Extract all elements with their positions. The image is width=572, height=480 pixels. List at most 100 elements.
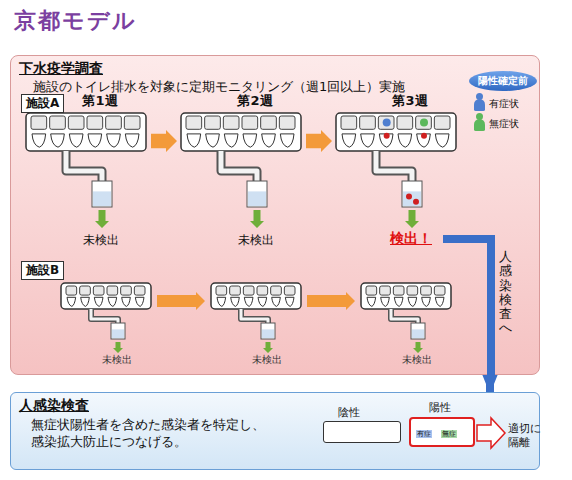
facility-box bbox=[26, 113, 146, 151]
drain-pipe bbox=[91, 309, 118, 323]
stall bbox=[66, 286, 77, 295]
toilet-bowl bbox=[94, 297, 103, 306]
result-arrow bbox=[413, 342, 423, 353]
progress-arrow bbox=[307, 292, 355, 310]
node-heading: 施設A bbox=[26, 95, 59, 112]
toilet-bowl bbox=[206, 134, 220, 147]
toilet-bowl bbox=[69, 134, 83, 147]
drain-pipe-inner bbox=[376, 151, 412, 181]
status-label: 未検出 bbox=[102, 353, 132, 367]
legend-text: 有症状 bbox=[489, 97, 519, 111]
legend-swatch-head bbox=[476, 93, 483, 100]
stall bbox=[284, 286, 295, 295]
toilet-bowl bbox=[135, 297, 144, 306]
toilet-bowl bbox=[342, 134, 356, 147]
status-label: 未検出 bbox=[252, 353, 282, 367]
sample-container bbox=[92, 181, 112, 207]
toilet-bowl bbox=[51, 134, 65, 147]
virus-dot bbox=[413, 199, 419, 205]
facility-label: 施設A bbox=[21, 94, 64, 113]
stall bbox=[397, 116, 413, 129]
status-label: 未検出 bbox=[402, 353, 432, 367]
result-arrow bbox=[250, 210, 264, 228]
drain-pipe bbox=[221, 151, 257, 181]
toilet-bowl bbox=[280, 134, 294, 147]
toilet-bowl bbox=[285, 297, 294, 306]
node-heading: 人感染検査 bbox=[19, 397, 89, 415]
drain-pipe bbox=[241, 309, 268, 323]
stall bbox=[380, 286, 391, 295]
toilet-bowl bbox=[125, 134, 139, 147]
legend-swatch bbox=[474, 119, 485, 131]
toilet-bowl bbox=[187, 134, 201, 147]
stall bbox=[124, 116, 140, 129]
toilet-bowl bbox=[243, 134, 257, 147]
stall bbox=[205, 116, 221, 129]
result-arrow bbox=[95, 210, 109, 228]
stall bbox=[31, 116, 47, 129]
sample-water bbox=[93, 191, 111, 206]
stall bbox=[434, 116, 450, 129]
facility-box bbox=[211, 283, 301, 309]
progress-arrow bbox=[157, 292, 205, 310]
toilet-bowl bbox=[435, 134, 449, 147]
toilet-bowl bbox=[258, 297, 267, 306]
toilet-bowl bbox=[381, 297, 390, 306]
stall bbox=[360, 116, 376, 129]
isolation-arrow bbox=[477, 418, 505, 448]
progress-arrow bbox=[306, 130, 332, 152]
toilet-bowl bbox=[32, 134, 46, 147]
sample-water bbox=[262, 329, 274, 338]
sample-container bbox=[247, 181, 267, 207]
virus-dot bbox=[384, 133, 390, 139]
stall bbox=[68, 116, 84, 129]
toilet-bowl bbox=[231, 297, 240, 306]
stall bbox=[107, 286, 118, 295]
stall bbox=[434, 286, 445, 295]
sample-water bbox=[403, 191, 421, 206]
drain-pipe-inner bbox=[391, 309, 418, 323]
stall bbox=[416, 116, 432, 129]
result-arrow bbox=[263, 342, 273, 353]
stall bbox=[407, 286, 418, 295]
toilet-bowl bbox=[244, 297, 253, 306]
stall bbox=[216, 286, 227, 295]
week-label: 第3週 bbox=[392, 92, 427, 110]
legend-swatch-head bbox=[476, 113, 483, 120]
toilet-bowl bbox=[81, 297, 90, 306]
node-heading: 陽性確定前 bbox=[478, 74, 528, 88]
toilet-bowl bbox=[435, 297, 444, 306]
week-label: 第2週 bbox=[237, 92, 272, 110]
drain-pipe-inner bbox=[91, 309, 118, 323]
facility-box bbox=[361, 283, 451, 309]
toilet-bowl bbox=[408, 297, 417, 306]
status-label: 適切に隔離 bbox=[508, 422, 544, 450]
illustration-group bbox=[26, 113, 491, 377]
stall bbox=[121, 286, 132, 295]
toilet-bowl bbox=[272, 297, 281, 306]
status-bubble: 陽性確定前 bbox=[469, 71, 537, 91]
drain-pipe bbox=[376, 151, 412, 181]
stall bbox=[93, 286, 104, 295]
toilet-bowl bbox=[67, 297, 76, 306]
stall bbox=[341, 116, 357, 129]
stall bbox=[242, 116, 258, 129]
toilet-bowl bbox=[88, 134, 102, 147]
status-label: 未検出 bbox=[83, 232, 119, 249]
sample-water bbox=[248, 191, 266, 206]
drain-pipe-inner bbox=[66, 151, 102, 181]
toilet-bowl bbox=[217, 297, 226, 306]
virus-dot bbox=[421, 133, 427, 139]
result-arrow bbox=[113, 342, 123, 353]
node-heading: 陽性 bbox=[429, 400, 451, 415]
stall bbox=[80, 286, 91, 295]
stall bbox=[243, 286, 254, 295]
legend-swatch bbox=[474, 99, 485, 111]
sample-container bbox=[111, 323, 125, 339]
person-asymptomatic bbox=[420, 119, 428, 127]
legend-text: 無症状 bbox=[489, 117, 519, 131]
facility-box bbox=[181, 113, 301, 151]
status-label: 有症 bbox=[416, 430, 432, 438]
stall bbox=[378, 116, 394, 129]
detected-label: 検出！ bbox=[390, 230, 432, 248]
